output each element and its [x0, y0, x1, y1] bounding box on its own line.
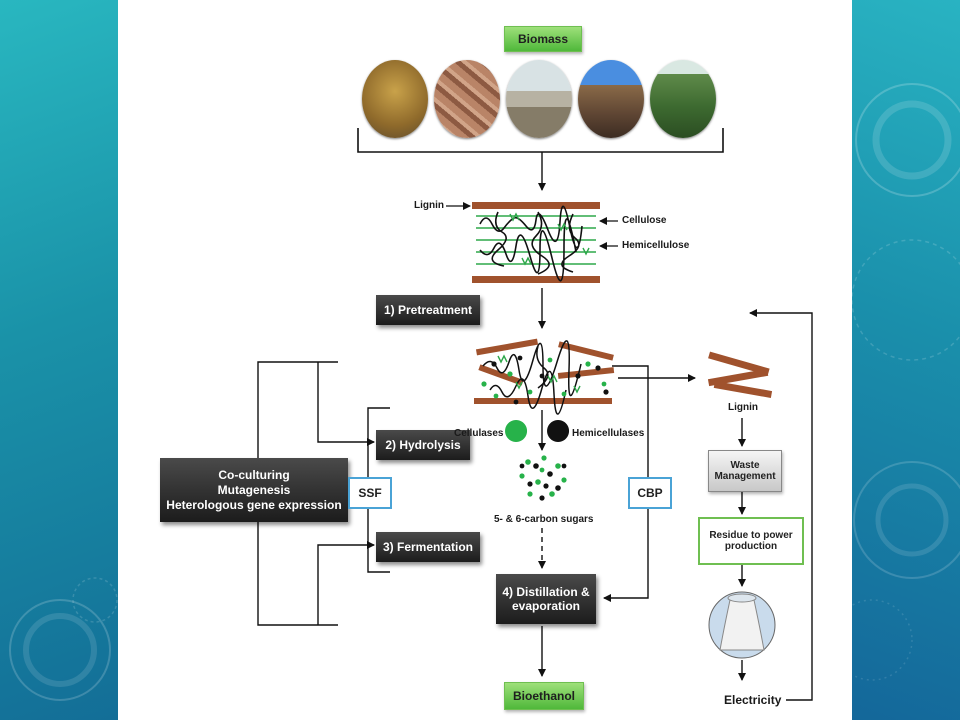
residue-label-line2: production: [724, 541, 778, 552]
right-panel-ornament: [852, 83, 960, 681]
cellulases-label: Cellulases: [454, 428, 504, 439]
strategies-box: Co-culturing Mutagenesis Heterologous ge…: [160, 458, 348, 522]
waste-pile-photo: [578, 60, 644, 138]
pretreatment-step: 1) Pretreatment: [376, 295, 480, 325]
hemicellulase-icon-shape: [547, 420, 570, 442]
left-panel-ornament: [9, 577, 118, 701]
ssf-box: SSF: [348, 477, 392, 509]
waste-management-box: Waste Management: [708, 450, 782, 492]
pretreatment-label: 1) Pretreatment: [383, 303, 473, 317]
biomass-label: Biomass: [504, 26, 582, 52]
electricity-feedback-arrow: [749, 309, 813, 701]
pretreated-biomass: [474, 338, 615, 415]
waste-label-line1: Waste: [730, 460, 760, 471]
biomass-bracket: [357, 128, 724, 153]
waste-label-line2: Management: [714, 471, 776, 482]
electricity-label: Electricity: [724, 693, 782, 707]
arrow-to-hydrolysis: [317, 362, 375, 446]
crop-field-photo: [650, 60, 716, 138]
strategy-mutagenesis: Mutagenesis: [217, 482, 291, 497]
connector-layer: [257, 128, 813, 701]
sugars-label: 5- & 6-carbon sugars: [494, 514, 594, 525]
lignin-residue-label: Lignin: [728, 402, 758, 413]
arrow-to-fermentation: [317, 541, 375, 625]
sugar-molecules-cluster: [519, 455, 567, 501]
fermentation-label: 3) Fermentation: [382, 540, 473, 554]
distillation-step: 4) Distillation & evaporation: [496, 574, 596, 624]
distillation-label-line1: 4) Distillation &: [502, 585, 590, 599]
cellulose-label: Cellulose: [622, 215, 667, 226]
diagram-canvas: Biomass Lignin Cellulose Hemicellulose 1…: [118, 0, 852, 720]
cellulase-icon-shape: [505, 420, 528, 442]
bioethanol-label: Bioethanol: [504, 682, 584, 710]
cooling-tower-photo: [708, 591, 776, 659]
fermentation-step: 3) Fermentation: [376, 532, 480, 562]
strategy-co-culturing: Co-culturing: [218, 467, 290, 482]
lignocellulose-structure: [472, 202, 600, 283]
hemicellulose-label: Hemicellulose: [622, 240, 690, 251]
lignin-residue-shape: [707, 351, 773, 398]
sawdust-pile-photo: [506, 60, 572, 138]
lignin-label: Lignin: [414, 200, 444, 211]
hydrolysis-step: 2) Hydrolysis: [376, 430, 470, 460]
distillation-label-line2: evaporation: [511, 599, 580, 613]
hemicellulases-label: Hemicellulases: [572, 428, 645, 439]
hay-bale-photo: [362, 60, 428, 138]
hydrolysis-label: 2) Hydrolysis: [385, 438, 461, 452]
right-decorative-panel: [852, 0, 960, 720]
residue-to-power-box: Residue to power production: [698, 517, 804, 565]
wood-chips-photo: [434, 60, 500, 138]
residue-label-line1: Residue to power: [709, 530, 793, 541]
strategy-heterologous-expression: Heterologous gene expression: [166, 497, 342, 512]
cbp-box: CBP: [628, 477, 672, 509]
left-decorative-panel: [0, 0, 118, 720]
